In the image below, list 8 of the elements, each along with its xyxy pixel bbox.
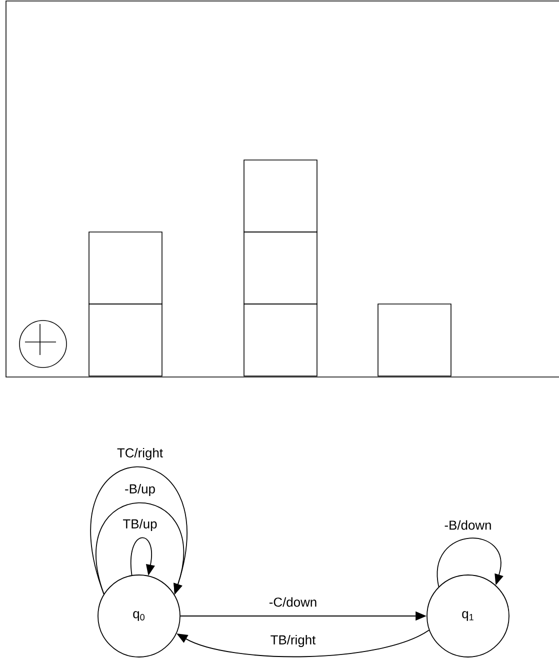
edge-label: TC/right <box>116 446 164 462</box>
loop-arrow <box>436 538 504 588</box>
edge-label: -B/up <box>124 482 156 498</box>
loop-arrow <box>130 537 155 576</box>
edge-label: TB/up <box>122 518 158 532</box>
edge-label: TB/right <box>269 634 317 648</box>
edge-label: -B/down <box>443 519 493 531</box>
edge-label: -C/down <box>268 596 318 608</box>
